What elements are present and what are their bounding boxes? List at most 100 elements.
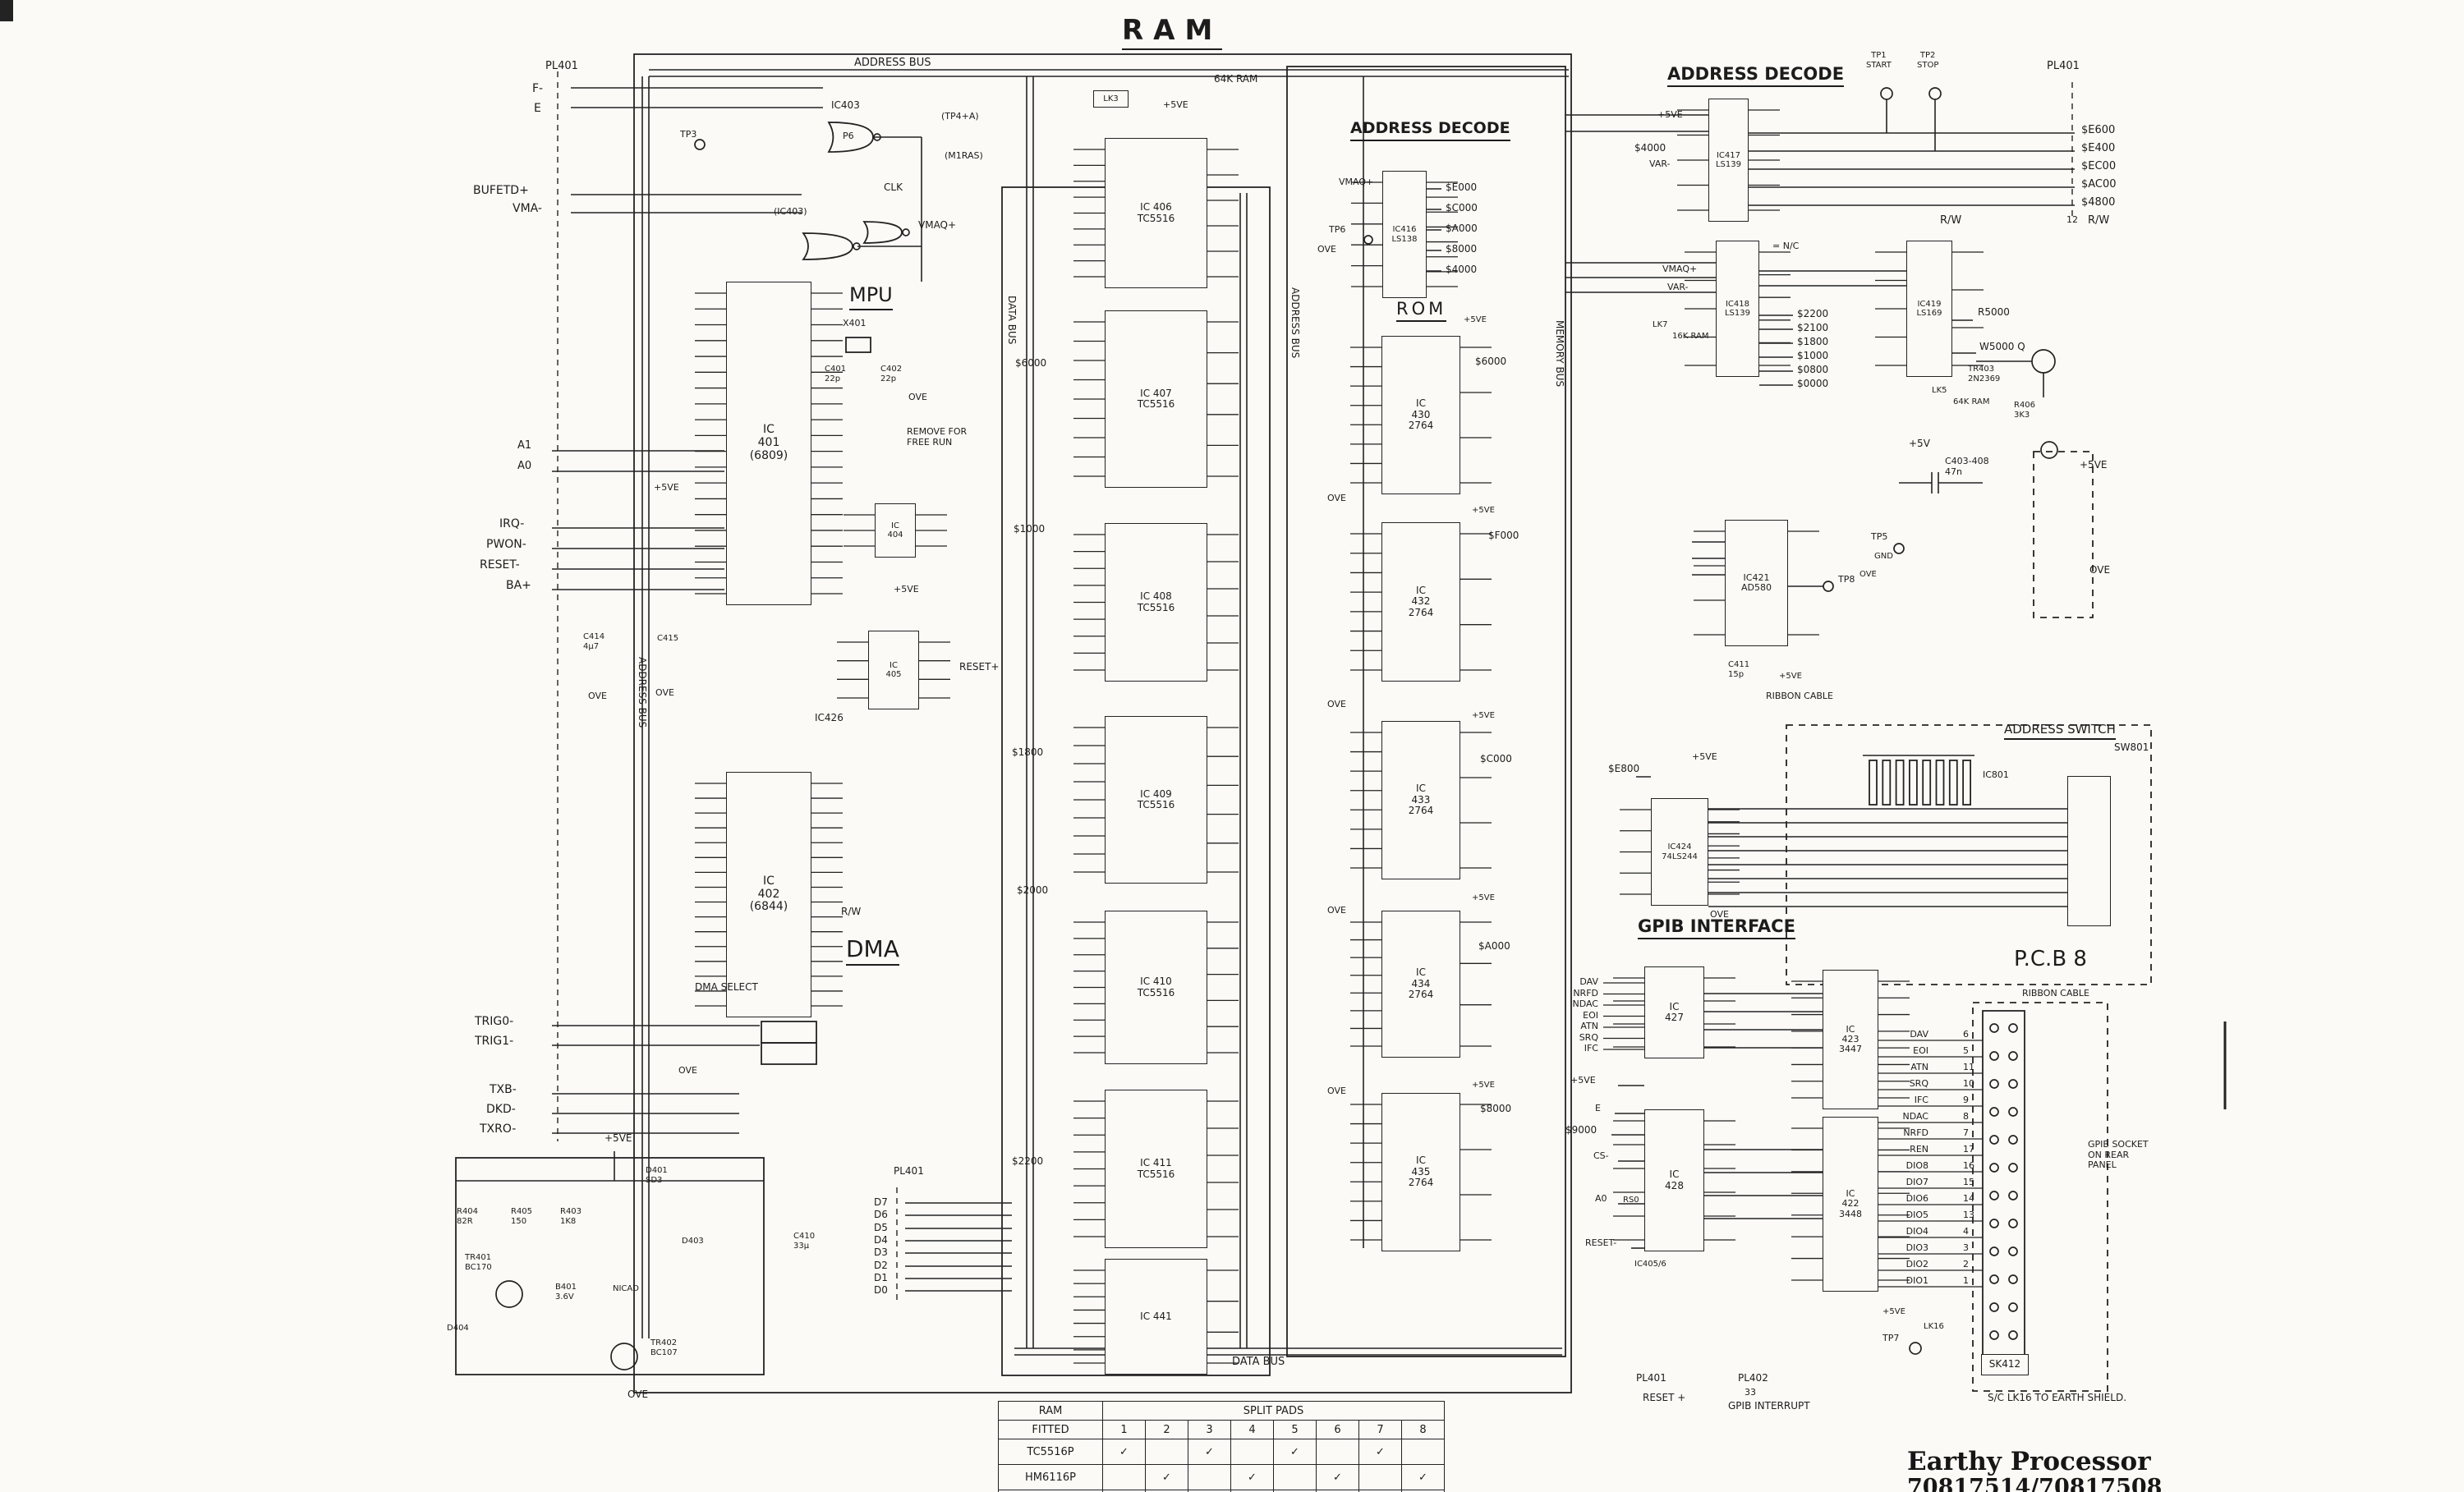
annotation-label: IRQ- — [499, 517, 525, 530]
ic409-ram: IC 409 TC5516 — [1105, 716, 1207, 884]
split-pad-check-cell: ✓ — [1102, 1439, 1146, 1465]
gpib-pin-number: 6 — [1963, 1029, 1969, 1040]
annotation-label: D6 — [874, 1209, 888, 1220]
gate-inverter-bubble — [902, 228, 910, 236]
component-circle — [694, 139, 706, 150]
component-circle — [610, 1343, 638, 1370]
ribbon-connector — [1982, 1010, 2025, 1366]
annotation-label: = N/C — [1772, 241, 1800, 251]
annotation-label: OVE — [908, 392, 927, 402]
annotation-label: D0 — [874, 1284, 888, 1296]
sk412-socket: SK412 — [1981, 1354, 2029, 1375]
ic402-dma: IC 402 (6844) — [726, 772, 811, 1017]
annotation-label: D3 — [874, 1246, 888, 1258]
gpib-signal: NDAC — [1902, 1111, 1928, 1122]
annotation-label: $4800 — [2081, 196, 2116, 209]
gpib-signal: SRQ — [1909, 1078, 1928, 1089]
annotation-label: OVE — [1327, 1086, 1346, 1096]
annotation-label: $4000 — [1446, 264, 1478, 275]
connector-pin — [1989, 1135, 1999, 1145]
split-pad-check-cell — [1188, 1464, 1231, 1490]
annotation-label: +5VE — [1779, 672, 1802, 681]
split-pad-check-cell — [1145, 1439, 1188, 1465]
annotation-label: W5000 Q — [1979, 341, 2025, 352]
annotation-label: $AC00 — [2081, 178, 2117, 191]
annotation-label: $F000 — [1488, 530, 1519, 541]
outline-box — [633, 53, 1572, 1393]
connector-pin — [1989, 1191, 1999, 1200]
annotation-label: $EC00 — [2081, 160, 2117, 172]
annotation-label: +5VE — [2080, 459, 2108, 471]
annotation-label: $2100 — [1797, 322, 1829, 333]
annotation-label: ADDRESS DECODE — [1667, 64, 1845, 88]
connector-pin — [2008, 1107, 2018, 1117]
annotation-label: OVE — [1317, 244, 1336, 255]
annotation-label: LK7 — [1653, 320, 1668, 329]
annotation-label: OVE — [1327, 493, 1346, 503]
annotation-label: A1 — [517, 439, 532, 452]
gpib-pin-number: 14 — [1963, 1193, 1974, 1204]
table-col-number: 6 — [1316, 1420, 1359, 1439]
gpib-signal: DIO5 — [1905, 1210, 1928, 1220]
annotation-label: +5VE — [1657, 109, 1683, 120]
annotation-label: REMOVE FOR FREE RUN — [907, 426, 968, 448]
annotation-label: +5VE — [1472, 506, 1495, 515]
gpib-pin-number: 15 — [1963, 1177, 1974, 1187]
gpib-mgmt-signal: NRFD — [1573, 987, 1598, 998]
annotation-label: GPIB INTERFACE — [1638, 916, 1795, 940]
annotation-label: CLK — [884, 181, 903, 193]
annotation-label: DMA — [846, 935, 899, 966]
ic406-ram: IC 406 TC5516 — [1105, 138, 1207, 288]
split-pad-check-cell — [1401, 1439, 1445, 1465]
annotation-label: RS0 — [1623, 1196, 1639, 1205]
annotation-label: $6000 — [1475, 356, 1507, 367]
gpib-pin-number: 8 — [1963, 1111, 1969, 1122]
dashed-boundary — [1786, 724, 2152, 985]
split-pad-check-cell — [1273, 1464, 1317, 1490]
ic417-decoder: IC417 LS139 — [1708, 99, 1749, 222]
annotation-label: D404 — [447, 1324, 469, 1333]
split-pad-check-cell: ✓ — [1358, 1439, 1402, 1465]
gpib-signal: DAV — [1910, 1029, 1928, 1040]
connector-pin — [1989, 1023, 1999, 1033]
switch-contact-block — [2067, 776, 2111, 926]
annotation-label: TXB- — [490, 1083, 517, 1096]
gpib-pin-number: 17 — [1963, 1144, 1974, 1155]
component-circle — [1880, 87, 1893, 100]
annotation-label: PL401 — [1636, 1372, 1666, 1384]
table-col-number: 7 — [1358, 1420, 1402, 1439]
ic416-decoder: IC416 LS138 — [1382, 171, 1427, 298]
annotation-label: TP3 — [680, 129, 697, 140]
annotation-label: +5VE — [1163, 99, 1188, 110]
annotation-label: TR403 2N2369 — [1968, 365, 2001, 383]
table-col-number: 3 — [1188, 1420, 1231, 1439]
annotation-label: $8000 — [1446, 243, 1478, 255]
annotation-label: VMA- — [513, 202, 542, 215]
annotation-label: $A000 — [1446, 223, 1478, 234]
component-circle — [2040, 441, 2058, 459]
gpib-signal: DIO4 — [1905, 1226, 1928, 1237]
gpib-mgmt-signal: ATN — [1580, 1021, 1598, 1031]
annotation-label: $9000 — [1565, 1124, 1597, 1136]
annotation-label: RAM — [1122, 14, 1223, 51]
annotation-label: PL401 — [894, 1165, 924, 1177]
component-circle — [1823, 581, 1834, 592]
annotation-label: TP6 — [1329, 224, 1346, 235]
lk3-link: LK3 — [1093, 90, 1129, 108]
annotation-label: E — [1595, 1103, 1601, 1113]
annotation-label: VMAQ+ — [1339, 177, 1374, 187]
annotation-label: +5V — [1909, 438, 1930, 449]
gpib-signal: EOI — [1913, 1045, 1928, 1056]
outline-box — [1286, 66, 1566, 1357]
annotation-label: C402 22p — [880, 365, 903, 383]
annotation-label: RESET + — [1643, 1392, 1686, 1403]
resistor-pack-element — [1962, 760, 1972, 806]
gpib-pin-number: 16 — [1963, 1160, 1974, 1171]
annotation-label: R5000 — [1978, 306, 2010, 318]
gpib-mgmt-signal: IFC — [1584, 1043, 1598, 1054]
gate-inverter-bubble — [853, 242, 861, 250]
table-col-number: 5 — [1273, 1420, 1317, 1439]
annotation-label: OVE — [588, 691, 607, 701]
annotation-label: TXRO- — [480, 1122, 517, 1136]
